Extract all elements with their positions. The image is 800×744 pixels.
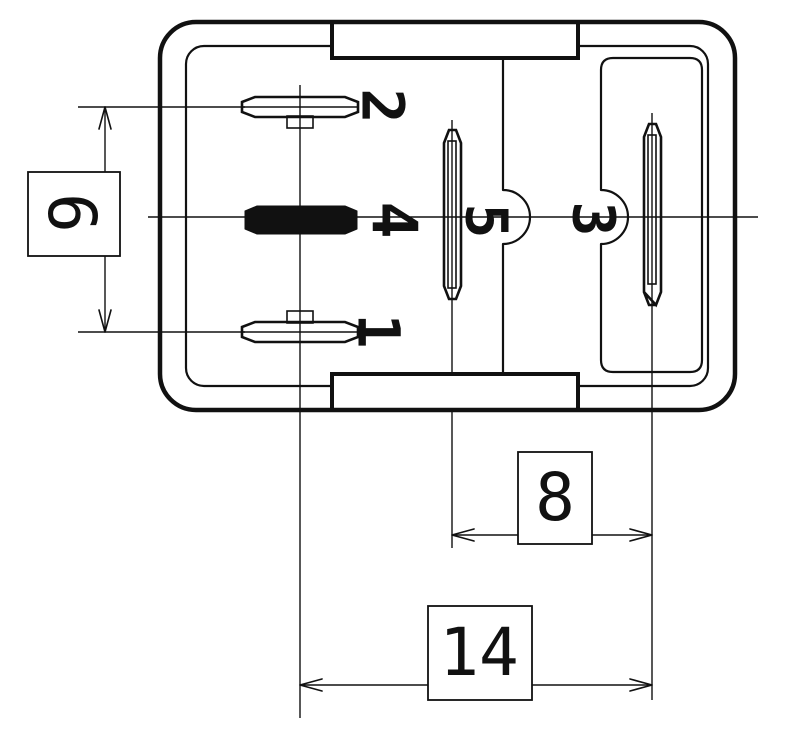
pin-5-blade: [442, 128, 463, 301]
pin-4-blade: [244, 205, 358, 235]
bottom-tab: [330, 372, 580, 412]
pin-3-slot: [647, 134, 657, 285]
pin-1-label: 1: [345, 314, 413, 349]
dim-14-box: [427, 605, 533, 701]
pin-1-blade: [240, 320, 360, 344]
pin-1-latch: [286, 310, 314, 324]
right-compartment: [599, 56, 704, 374]
dim-6-value: 6: [33, 193, 110, 233]
pin-2-latch: [286, 115, 314, 129]
dim-14-value: 14: [439, 614, 518, 691]
pin-5-slot: [447, 140, 457, 289]
pin-4-label: 4: [357, 201, 430, 238]
pin-3-blade: [642, 122, 663, 308]
dim-8-arrowheads: [451, 528, 653, 542]
pin-2-blade: [240, 95, 360, 119]
pin-3-label: 3: [560, 202, 628, 237]
dim-6-box: [27, 171, 121, 257]
top-tab: [330, 20, 580, 60]
center-divider: [501, 46, 532, 386]
relay-outer-outline: [157, 19, 738, 413]
pin-2-label: 2: [349, 89, 417, 124]
pin-5-label: 5: [453, 204, 521, 239]
dim-6-arrowheads: [98, 106, 112, 333]
dim-14-arrowheads: [299, 678, 653, 692]
dim-8-box: [517, 451, 593, 545]
dim-8-value: 8: [535, 459, 575, 536]
